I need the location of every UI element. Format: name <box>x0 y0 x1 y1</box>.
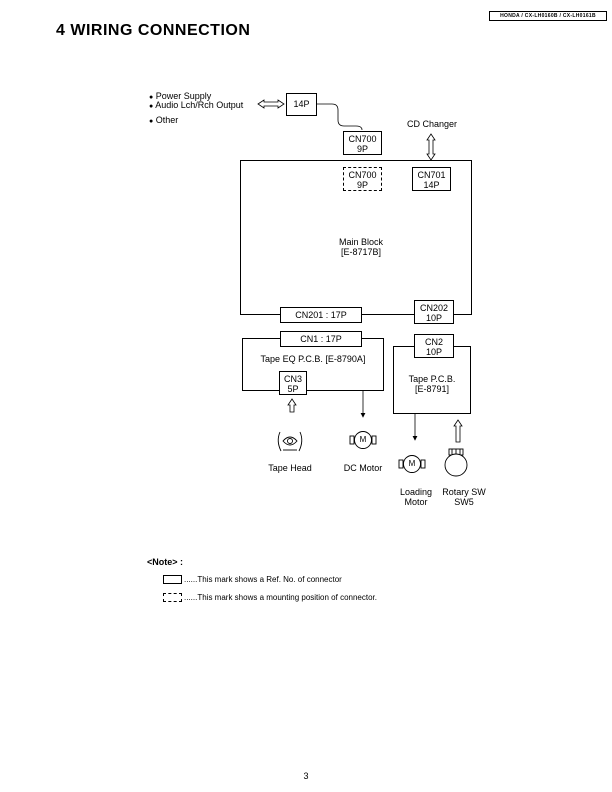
arrow-tape-head <box>287 398 297 413</box>
tape-head-icon <box>277 431 303 452</box>
connector-14p: 14P <box>286 93 317 116</box>
note-solid-mark-icon <box>163 575 182 584</box>
note-dashed-mark-icon <box>163 593 182 602</box>
connector-cn700-mount: CN700 9P <box>343 167 382 191</box>
cn701-pins: 14P <box>423 180 440 190</box>
note-heading: <Note> : <box>147 557 184 567</box>
connector-cn700: CN700 9P <box>343 131 382 155</box>
main-block-ref: [E-8717B] <box>340 247 382 257</box>
cn700-name: CN700 <box>348 134 377 144</box>
cn700-mount-name: CN700 <box>348 170 377 180</box>
connector-cn3: CN3 5P <box>279 371 307 395</box>
cn202-name: CN202 <box>419 303 448 313</box>
double-arrow-cd-changer <box>426 133 436 161</box>
cn2-pins: 10P <box>425 347 442 357</box>
cable-14p-cn700 <box>316 103 363 131</box>
tape-head-label: Tape Head <box>268 463 312 473</box>
tape-eq-label: Tape EQ P.C.B. [E-8790A] <box>260 354 366 364</box>
other-label: Other <box>155 115 179 125</box>
cn3-name: CN3 <box>283 374 302 384</box>
loading-motor-label-2: Motor <box>404 497 428 507</box>
arrow-rotary-sw <box>453 419 463 443</box>
connector-cn201: CN201 : 17P <box>280 307 362 323</box>
note-dashed-text: ......This mark shows a mounting positio… <box>184 593 377 602</box>
section-title: 4 WIRING CONNECTION <box>56 22 251 39</box>
rotary-switch-icon <box>444 448 468 477</box>
tape-pcb-name: Tape P.C.B. <box>408 374 456 384</box>
dc-motor-icon <box>349 431 377 449</box>
cn3-pins: 5P <box>287 384 299 394</box>
audio-output-label: Audio Lch/Rch Output <box>155 100 244 110</box>
cd-changer-label: CD Changer <box>406 119 458 129</box>
bullet-icon: ● <box>149 94 154 101</box>
loading-motor-symbol: M <box>408 459 416 468</box>
connector-cn1: CN1 : 17P <box>280 331 362 347</box>
rotary-sw-label-2: SW5 <box>454 497 474 507</box>
dc-motor-symbol: M <box>359 435 367 444</box>
cn2-name: CN2 <box>424 337 443 347</box>
double-arrow-input <box>257 99 285 109</box>
connector-cn2: CN2 10P <box>414 334 454 358</box>
cn700-pins: 9P <box>356 144 368 154</box>
input-power-supply: ● Power Supply <box>149 91 211 103</box>
input-other: ● Other <box>149 115 178 127</box>
bullet-icon: ● <box>149 118 154 125</box>
cn701-name: CN701 <box>417 170 446 180</box>
bullet-icon: ● <box>149 103 154 110</box>
loading-motor-label-1: Loading <box>399 487 433 497</box>
note-solid-text: ......This mark shows a Ref. No. of conn… <box>184 575 342 584</box>
connector-cn701: CN701 14P <box>412 167 451 191</box>
connector-cn202: CN202 10P <box>414 300 454 324</box>
loading-motor-icon <box>398 455 426 473</box>
input-audio-output: ● Audio Lch/Rch Output <box>149 100 243 112</box>
dc-motor-label: DC Motor <box>343 463 383 473</box>
rotary-sw-label-1: Rotary SW <box>442 487 486 497</box>
model-tag: HONDA / CX-LH0160B / CX-LH0161B <box>489 11 607 21</box>
cn700-mount-pins: 9P <box>356 180 368 190</box>
main-block-name: Main Block <box>338 237 383 247</box>
tape-pcb-ref: [E-8791] <box>414 384 450 394</box>
cn202-pins: 10P <box>425 313 442 323</box>
power-supply-label: Power Supply <box>155 91 212 101</box>
page-number: 3 <box>303 771 309 781</box>
